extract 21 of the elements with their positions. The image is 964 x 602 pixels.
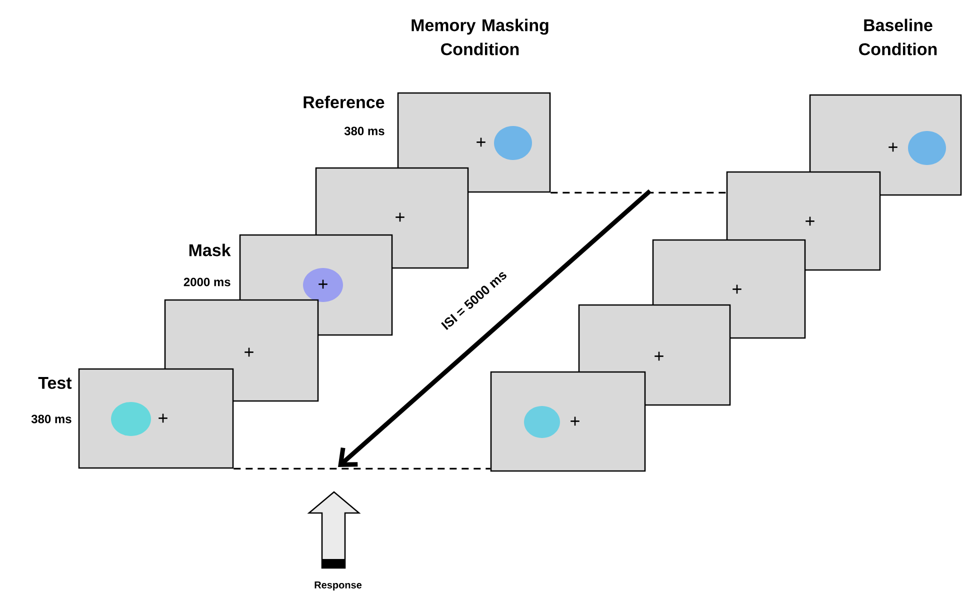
fixation-cross: +	[806, 216, 814, 226]
screen-heading: Mask	[189, 244, 231, 256]
fixation-cross: +	[732, 284, 742, 294]
condition-heading: Baseline Condition	[859, 18, 937, 56]
fixation-cross: +	[158, 414, 168, 423]
fixation-cross: +	[476, 138, 486, 147]
dashed-line	[234, 468, 490, 470]
duration-label: 380 ms	[31, 414, 72, 424]
duration-label: 2000 ms	[184, 278, 230, 286]
screen-heading: Test	[38, 377, 72, 389]
screen-heading: Reference	[304, 96, 384, 108]
fixation-cross: +	[888, 142, 898, 152]
dashed-line	[550, 192, 726, 194]
fixation-cross: +	[396, 212, 404, 222]
response-label: Response	[314, 582, 362, 590]
fixation-cross: +	[318, 280, 328, 289]
fixation-cross: +	[654, 352, 664, 361]
fixation-cross: +	[570, 416, 580, 426]
duration-label: 380 ms	[344, 126, 384, 136]
fixation-cross: +	[244, 348, 254, 357]
condition-heading: Memory Masking Condition	[412, 18, 548, 56]
